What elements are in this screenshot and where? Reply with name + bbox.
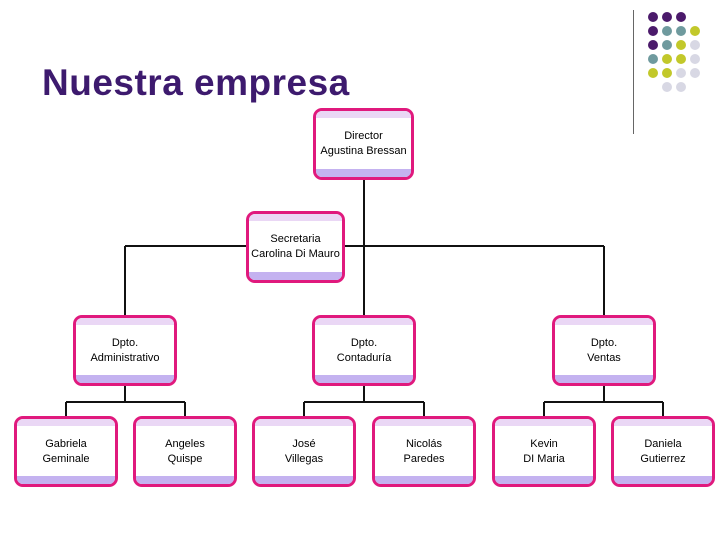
- org-node-dept-contaduria: Dpto. Contaduría: [312, 315, 416, 386]
- decorative-dot: [676, 40, 686, 50]
- decorative-dot: [676, 82, 686, 92]
- node-role: Secretaria: [270, 233, 321, 245]
- org-node-staff: José Villegas: [252, 416, 356, 487]
- node-first-name: José: [292, 437, 316, 450]
- node-name: Agustina Bressan: [320, 145, 407, 157]
- decorative-dot: [648, 12, 658, 22]
- node-last-name: Gutierrez: [640, 452, 686, 465]
- node-name: Administrativo: [90, 351, 160, 364]
- decorative-dot: [676, 68, 686, 78]
- org-node-staff: Angeles Quispe: [133, 416, 237, 487]
- decorative-dot: [648, 26, 658, 36]
- decorative-dot: [690, 40, 700, 50]
- decorative-dot: [690, 68, 700, 78]
- org-node-staff: Gabriela Geminale: [14, 416, 118, 487]
- decorative-dot: [648, 68, 658, 78]
- decorative-dot: [676, 12, 686, 22]
- node-last-name: DI Maria: [523, 452, 565, 465]
- node-name: Carolina Di Mauro: [251, 248, 340, 260]
- org-node-staff: Daniela Gutierrez: [611, 416, 715, 487]
- node-first-name: Angeles: [165, 437, 205, 450]
- org-node-staff: Nicolás Paredes: [372, 416, 476, 487]
- node-role: Dpto.: [350, 336, 378, 349]
- node-role: Dpto.: [111, 336, 139, 349]
- org-node-staff: Kevin DI Maria: [492, 416, 596, 487]
- node-first-name: Gabriela: [45, 437, 87, 450]
- decorative-dot: [662, 12, 672, 22]
- decorative-dot: [690, 54, 700, 64]
- slide-title: Nuestra empresa: [42, 62, 350, 103]
- divider-line: [633, 10, 634, 134]
- node-first-name: Kevin: [530, 437, 558, 450]
- decorative-dot: [662, 40, 672, 50]
- node-first-name: Daniela: [644, 437, 682, 450]
- decorative-dot: [648, 54, 658, 64]
- decorative-dot: [690, 26, 700, 36]
- node-role: Dpto.: [590, 336, 618, 349]
- node-last-name: Paredes: [403, 452, 445, 465]
- org-node-secretary: Secretaria Carolina Di Mauro: [246, 211, 345, 283]
- node-first-name: Nicolás: [405, 437, 443, 450]
- node-last-name: Villegas: [284, 452, 324, 465]
- org-node-director: Director Agustina Bressan: [313, 108, 414, 180]
- node-role: Director: [344, 130, 383, 142]
- node-name: Contaduría: [336, 351, 392, 364]
- org-node-dept-administrativo: Dpto. Administrativo: [73, 315, 177, 386]
- decorative-dot: [662, 54, 672, 64]
- decorative-dot: [676, 26, 686, 36]
- org-node-dept-ventas: Dpto. Ventas: [552, 315, 656, 386]
- decorative-dot: [676, 54, 686, 64]
- decorative-dot: [662, 68, 672, 78]
- decorative-dot: [662, 26, 672, 36]
- node-last-name: Geminale: [42, 452, 90, 465]
- decorative-dot: [662, 82, 672, 92]
- decorative-dot: [648, 40, 658, 50]
- node-name: Ventas: [587, 351, 621, 364]
- node-last-name: Quispe: [167, 452, 203, 465]
